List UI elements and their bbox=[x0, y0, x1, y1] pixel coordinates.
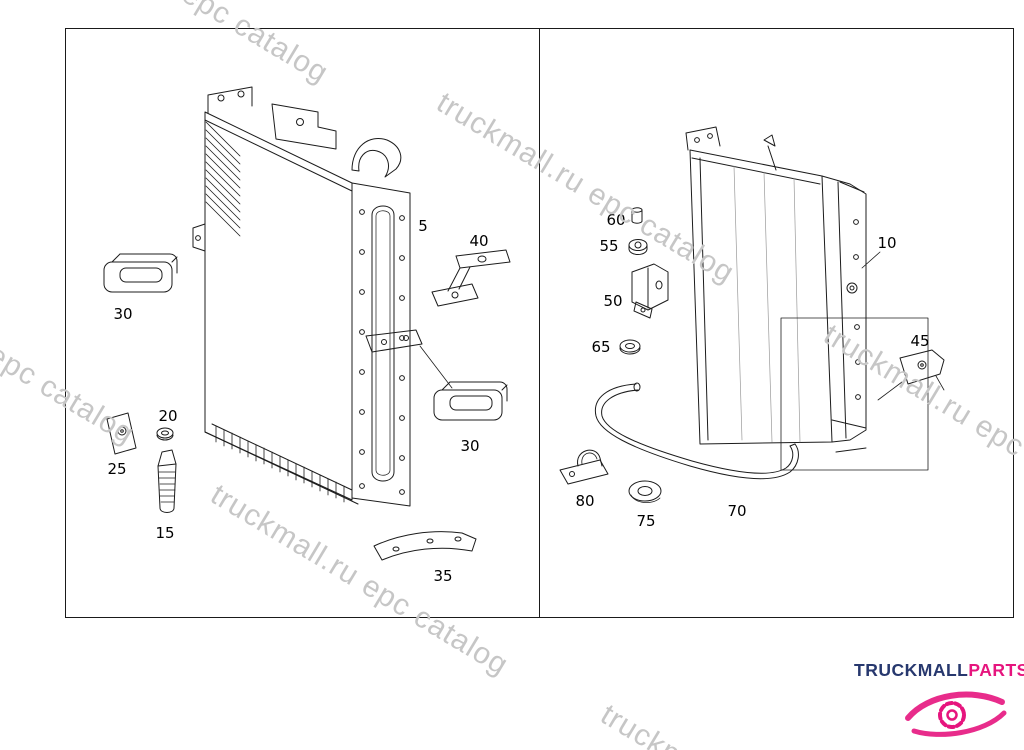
part-label-25: 25 bbox=[107, 460, 127, 478]
part-label-10: 10 bbox=[877, 234, 897, 252]
part-label-70: 70 bbox=[727, 502, 747, 520]
part-label-50: 50 bbox=[603, 292, 623, 310]
right-radiator-core-drawing bbox=[685, 126, 929, 471]
part-label-60: 60 bbox=[606, 211, 626, 229]
part-label-65: 65 bbox=[591, 338, 611, 356]
part-80-drawing bbox=[559, 449, 609, 485]
part-60-drawing bbox=[631, 207, 643, 224]
part-45-drawing bbox=[877, 349, 945, 401]
part-label-40: 40 bbox=[469, 232, 489, 250]
part-label-15: 15 bbox=[155, 524, 175, 542]
part-35-drawing bbox=[373, 531, 477, 561]
wheel-swoosh-icon bbox=[905, 691, 1007, 737]
part-label-30-left: 30 bbox=[113, 305, 133, 323]
part-65-drawing bbox=[619, 339, 641, 355]
part-label-30-right: 30 bbox=[460, 437, 480, 455]
part-40-drawing bbox=[431, 249, 511, 307]
part-20-drawing bbox=[156, 427, 174, 441]
part-15-drawing bbox=[157, 449, 177, 513]
part-75-drawing bbox=[628, 480, 662, 503]
part-label-55: 55 bbox=[599, 237, 619, 255]
left-radiator-core-drawing bbox=[192, 86, 453, 507]
part-30-left-drawing bbox=[103, 253, 178, 293]
part-55-drawing bbox=[628, 239, 648, 255]
part-label-80: 80 bbox=[575, 492, 595, 510]
part-30-right-drawing bbox=[433, 381, 508, 421]
part-label-45: 45 bbox=[910, 332, 930, 350]
truckmall-logo[interactable]: TRUCKMALLPARTS bbox=[854, 660, 1024, 740]
part-70-pipe-drawing bbox=[594, 382, 799, 480]
part-25-drawing bbox=[106, 412, 137, 455]
part-label-35: 35 bbox=[433, 567, 453, 585]
part-50-drawing bbox=[631, 263, 669, 319]
logo-brand-primary: TRUCKMALL bbox=[854, 660, 969, 680]
part-label-5: 5 bbox=[418, 217, 428, 235]
logo-wordmark: TRUCKMALLPARTS bbox=[854, 660, 1024, 681]
part-label-75: 75 bbox=[636, 512, 656, 530]
part-label-20: 20 bbox=[158, 407, 178, 425]
logo-brand-secondary: PARTS bbox=[968, 660, 1024, 680]
diagram-panel-right bbox=[539, 28, 1014, 618]
